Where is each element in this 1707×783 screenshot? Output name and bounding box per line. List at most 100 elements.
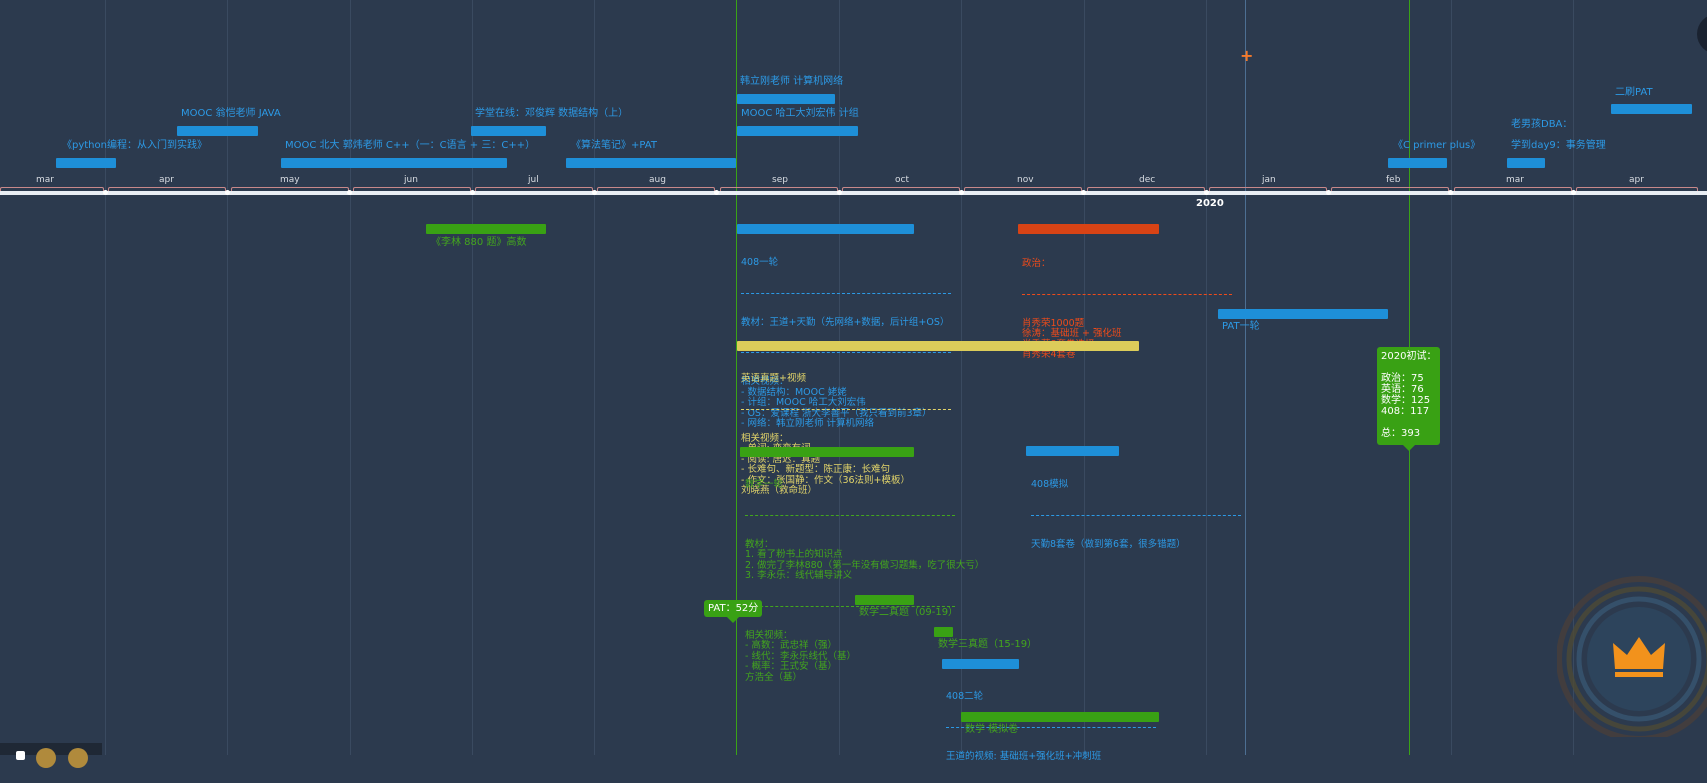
gridline (594, 0, 595, 755)
item-text: 天勤8套卷（做到第6套，很多错题） (1031, 538, 1186, 550)
axis-tick (225, 190, 230, 195)
axis-tick (1571, 190, 1576, 195)
item-text: 教材：王道+天勤（先网络+数据，后计组+OS） (741, 316, 950, 328)
year-label: 2020 (1196, 198, 1224, 209)
item-bar[interactable] (566, 158, 736, 168)
item-text: 王道的视频: 基础班+强化班+冲刺班 (946, 750, 1102, 762)
item-label: 学到day9：事务管理 (1511, 140, 1606, 151)
month-label: jan (1262, 175, 1276, 185)
toolbar-icon[interactable] (16, 751, 25, 760)
item-text: 肖秀荣1000题 徐涛：基础班 + 强化班 肖秀荣8套卷选择 肖秀荣4套卷 (1022, 317, 1122, 360)
month-label: sep (772, 175, 788, 185)
item-label: MOOC 哈工大刘宏伟 计组 (741, 108, 859, 119)
item-note: 数学一轮 教材： 1. 看了粉书上的知识点 2. 做完了李林880（第一年没有做… (745, 459, 984, 704)
axis-tick (103, 190, 108, 195)
toolbar-button[interactable] (68, 748, 88, 768)
axis-tick (592, 190, 597, 195)
gridline (839, 0, 840, 755)
month-segment (231, 187, 349, 192)
item-label: 二刷PAT (1615, 87, 1653, 98)
axis-line (0, 191, 1707, 195)
month-label: feb (1386, 175, 1401, 185)
month-segment (1576, 187, 1698, 192)
item-label: 学堂在线：邓俊辉 数据结构（上） (475, 108, 629, 119)
item-bar[interactable] (855, 595, 914, 605)
month-label: mar (1506, 175, 1524, 185)
item-bar[interactable] (56, 158, 116, 168)
item-bar[interactable] (934, 627, 953, 637)
item-bar[interactable] (177, 126, 258, 136)
item-bar[interactable] (1611, 104, 1692, 114)
item-bar[interactable] (737, 341, 1139, 351)
divider (946, 726, 1156, 728)
side-handle[interactable] (1697, 14, 1707, 54)
gridline (1084, 0, 1085, 755)
axis-tick (347, 190, 352, 195)
crosshair-icon[interactable]: + (1240, 46, 1254, 65)
axis-tick (1081, 190, 1086, 195)
item-bar[interactable] (737, 224, 914, 234)
item-label: 数学三真题（15-19） (938, 639, 1038, 650)
item-bar[interactable] (1388, 158, 1447, 168)
item-title: 408模拟 (1031, 479, 1069, 490)
item-label: 《算法笔记》+PAT (571, 140, 657, 151)
month-segment (1331, 187, 1449, 192)
toolbar-button[interactable] (36, 748, 56, 768)
exam-score-badge[interactable]: 2020初试： 政治：75 英语：76 数学：125 408：117 总：393 (1377, 347, 1440, 451)
item-bar[interactable] (281, 158, 507, 168)
pat-score-badge[interactable]: PAT：52分 (704, 600, 763, 623)
month-segment (1454, 187, 1572, 192)
crown-widget[interactable] (1556, 573, 1707, 742)
divider (741, 408, 951, 410)
axis-tick (714, 190, 719, 195)
item-bar[interactable] (1018, 224, 1159, 234)
item-bar[interactable] (1507, 158, 1545, 168)
month-segment (720, 187, 838, 192)
axis-tick (959, 190, 964, 195)
axis-tick (470, 190, 475, 195)
month-label: apr (159, 175, 174, 185)
item-bar[interactable] (1026, 446, 1119, 456)
divider (1022, 293, 1232, 295)
gridline (350, 0, 351, 755)
item-bar[interactable] (737, 126, 858, 136)
item-bar[interactable] (740, 447, 914, 457)
gridline (105, 0, 106, 755)
today-marker-line (736, 0, 737, 755)
item-label: 老男孩DBA： (1511, 119, 1573, 130)
month-label: may (280, 175, 300, 185)
item-label: 《李林 880 题》高数 (431, 237, 527, 248)
item-bar[interactable] (1218, 309, 1388, 319)
crown-icon (1613, 637, 1665, 677)
month-label: mar (36, 175, 54, 185)
item-title: 英语真题+视频 (741, 373, 806, 384)
axis-tick (1204, 190, 1209, 195)
month-label: aug (649, 175, 666, 185)
month-segment (842, 187, 960, 192)
month-segment (475, 187, 593, 192)
item-label: 《python编程：从入门到实践》 (62, 140, 207, 151)
axis-tick (837, 190, 842, 195)
month-segment (597, 187, 715, 192)
month-label: oct (895, 175, 909, 185)
month-segment (108, 187, 226, 192)
item-text: 相关视频： - 数据结构：MOOC 姥姥 - 计组：MOOC 哈工大刘宏伟 - … (741, 376, 932, 429)
item-bar[interactable] (471, 126, 546, 136)
divider (745, 514, 955, 516)
item-note: 政治： 肖秀荣1000题 徐涛：基础班 + 强化班 肖秀荣8套卷选择 肖秀荣4套… (1022, 238, 1232, 382)
gridline (1573, 0, 1574, 755)
item-bar[interactable] (942, 659, 1019, 669)
gridline (1451, 0, 1452, 755)
month-label: nov (1017, 175, 1034, 185)
month-segment (0, 187, 104, 192)
item-title: 政治： (1022, 258, 1051, 269)
item-title: 408一轮 (741, 257, 779, 268)
gridline (227, 0, 228, 755)
item-bar[interactable] (961, 712, 1159, 722)
item-text: 教材： 1. 看了粉书上的知识点 2. 做完了李林880（第一年没有做习题集，吃… (745, 538, 985, 581)
item-bar[interactable] (737, 94, 835, 104)
divider (741, 352, 951, 353)
item-text: 相关视频： - 高数：武忠祥（强） - 线代：李永乐线代（基） - 概率：王式安… (745, 629, 856, 683)
item-bar[interactable] (426, 224, 546, 234)
month-label: jul (528, 175, 539, 185)
